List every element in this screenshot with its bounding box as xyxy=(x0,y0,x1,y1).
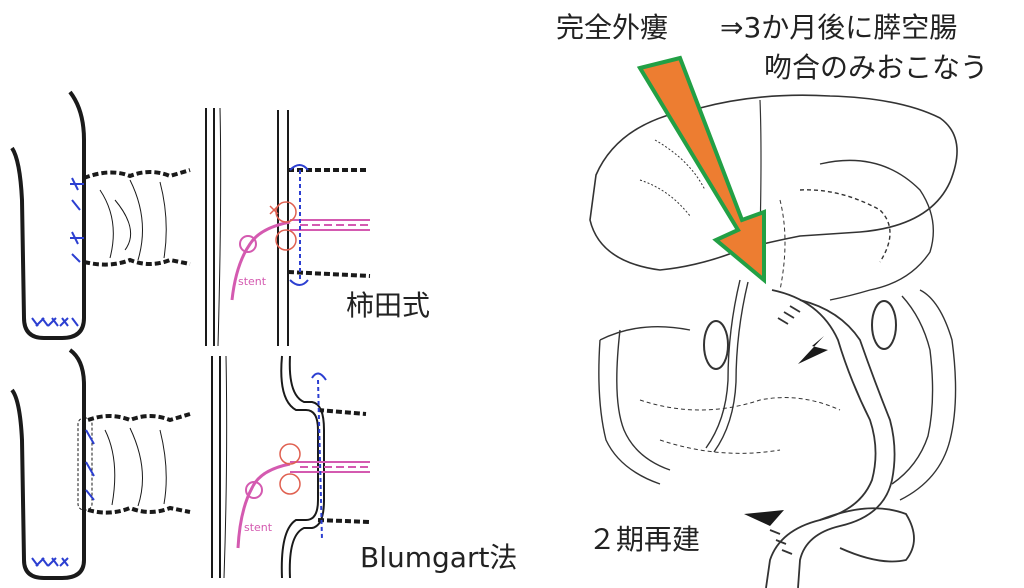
fistula-title: 完全外瘻 xyxy=(556,14,668,42)
second-stage-label: ２期再建 xyxy=(588,526,700,554)
highlight-arrow-shape xyxy=(640,58,764,280)
plan-line-2: 吻合のみおこなう xyxy=(764,54,988,82)
plan-line-1: ⇒3か月後に膵空腸 xyxy=(720,14,957,42)
